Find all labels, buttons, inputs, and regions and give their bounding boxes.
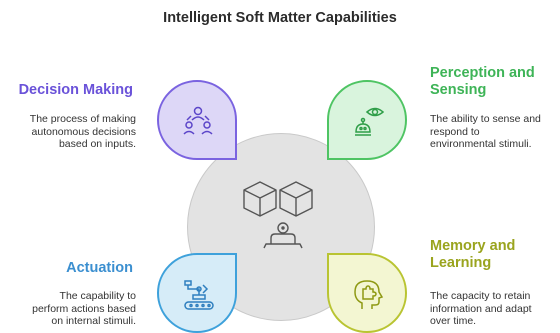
description-line: autonomous decisions	[31, 125, 136, 138]
actuation-description: The capability to perform actions based …	[0, 290, 136, 328]
heading-line: Memory and	[430, 238, 516, 254]
actuation-heading: Actuation	[66, 260, 133, 276]
description-line: environmental stimuli.	[430, 138, 532, 150]
description-line: The capacity to retain	[430, 290, 531, 302]
decision-making-heading: Decision Making	[18, 82, 133, 98]
heading-line: Perception and	[430, 65, 535, 81]
perception-sensing-heading: Perception and Sensing	[430, 65, 555, 99]
memory-learning-description: The capacity to retain information and a…	[430, 290, 558, 328]
memory-learning-petal	[327, 253, 407, 333]
heading-line: Sensing	[430, 82, 487, 98]
heading-line: Learning	[430, 255, 492, 271]
description-line: The capability to	[59, 290, 136, 302]
perception-sensing-petal	[327, 80, 407, 160]
description-line: The process of making	[29, 113, 136, 125]
description-line: based on inputs.	[58, 138, 136, 150]
description-line: The ability to sense and	[430, 113, 541, 125]
description-line: information and adapt	[430, 302, 532, 315]
head-puzzle-icon	[354, 280, 384, 309]
description-line: on internal stimuli.	[51, 315, 136, 327]
memory-learning-heading: Memory and Learning	[430, 238, 555, 272]
cubes-and-robot-icon	[243, 181, 313, 249]
eye-robot-icon	[355, 107, 385, 136]
decision-making-petal	[157, 80, 237, 160]
actuation-petal	[157, 253, 237, 333]
description-line: perform actions based	[32, 302, 136, 315]
people-network-icon	[183, 106, 213, 135]
page-title: Intelligent Soft Matter Capabilities	[163, 10, 397, 26]
description-line: over time.	[430, 315, 477, 327]
perception-sensing-description: The ability to sense and respond to envi…	[430, 113, 558, 151]
robotic-arm-icon	[184, 280, 214, 310]
description-line: respond to	[430, 125, 480, 138]
decision-making-description: The process of making autonomous decisio…	[0, 113, 136, 151]
